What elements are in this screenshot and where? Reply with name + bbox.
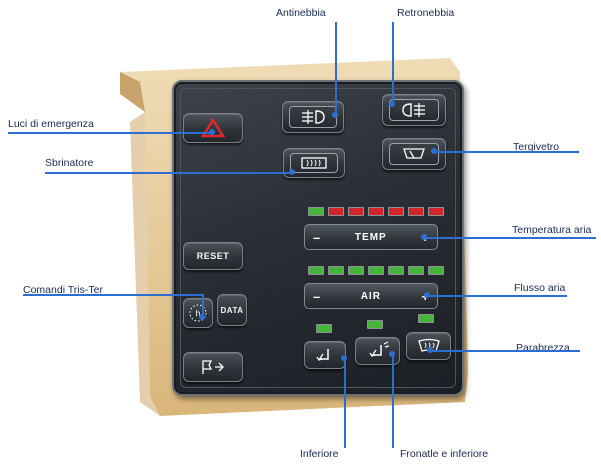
mode-led-lower [316, 324, 332, 333]
data-label: DATA [220, 305, 244, 315]
air-led [348, 266, 364, 275]
rear-defrost-icon [301, 157, 327, 169]
mode-led-front-lower [367, 320, 383, 329]
rear-wiper-button[interactable] [382, 138, 446, 170]
air-minus-button[interactable]: – [313, 288, 321, 304]
rear-wiper-icon [403, 148, 425, 159]
data-button[interactable]: DATA [217, 294, 247, 326]
clock-icon: h [189, 304, 207, 322]
reset-label: RESET [196, 251, 230, 261]
label-parabrezza: Parabrezza [516, 342, 570, 354]
air-control[interactable]: – AIR + [304, 283, 438, 309]
leader-comandi-drop [202, 294, 204, 316]
temp-control[interactable]: – TEMP + [304, 224, 438, 250]
label-luci-emergenza: Luci di emergenza [8, 118, 94, 130]
dot-inferiore [341, 355, 347, 361]
leader-temperatura [424, 237, 596, 239]
dot-retronebbia [389, 101, 395, 107]
flag-arrow-icon [202, 360, 224, 374]
leader-parabrezza [430, 350, 580, 352]
leader-frontale-inferiore [392, 354, 394, 448]
leader-sbrinatore [45, 172, 292, 174]
front-fog-face [289, 106, 337, 128]
dot-luci-emergenza [209, 129, 215, 135]
label-retronebbia: Retronebbia [397, 7, 455, 19]
label-flusso: Flusso aria [514, 282, 566, 294]
dot-frontale-inferiore [389, 351, 395, 357]
destination-flag-button[interactable] [183, 352, 243, 382]
rear-fog-face [389, 99, 439, 121]
leader-luci-emergenza [8, 132, 212, 134]
air-led [408, 266, 424, 275]
leader-retronebbia [392, 22, 394, 104]
leader-comandi [23, 294, 203, 296]
temp-led [408, 207, 424, 216]
dot-antinebbia [332, 112, 338, 118]
air-led [308, 266, 324, 275]
air-label: AIR [360, 290, 381, 302]
dot-comandi [199, 314, 205, 320]
temp-led [428, 207, 444, 216]
leader-antinebbia [335, 22, 337, 114]
windscreen-demist-button[interactable] [406, 332, 451, 360]
air-led [328, 266, 344, 275]
mode-led-windscreen [418, 314, 434, 323]
rear-wiper-face [389, 143, 439, 165]
temp-led [328, 207, 344, 216]
leader-tergivetro [434, 151, 579, 153]
temp-led [308, 207, 324, 216]
air-led [368, 266, 384, 275]
label-comandi: Comandi Tris-Ter [23, 284, 103, 296]
label-tergivetro: Tergivetro [513, 141, 560, 153]
leader-flusso [427, 295, 567, 297]
seat-front-lower-airflow-icon [368, 341, 389, 357]
lower-vent-button[interactable] [304, 341, 346, 369]
temp-led [348, 207, 364, 216]
air-led-row [308, 266, 444, 278]
hazard-triangle-icon [201, 118, 225, 138]
dot-parabrezza [427, 347, 433, 353]
rear-fog-icon [402, 103, 425, 117]
label-temperatura: Temperatura aria [512, 224, 592, 236]
defroster-face [290, 153, 338, 173]
label-inferiore: Inferiore [300, 448, 339, 460]
air-led [388, 266, 404, 275]
dot-flusso [424, 292, 430, 298]
temp-led-row [308, 207, 444, 219]
temp-led [388, 207, 404, 216]
label-frontale-inferiore: Fronatle e inferiore [400, 448, 489, 460]
reset-button[interactable]: RESET [183, 242, 243, 270]
dot-temperatura [421, 234, 427, 240]
front-fog-icon [302, 110, 325, 124]
dot-sbrinatore [289, 169, 295, 175]
clock-letter: h [195, 309, 200, 319]
seat-lower-airflow-icon [316, 349, 329, 361]
air-led [428, 266, 444, 275]
temp-label: TEMP [354, 231, 387, 243]
leader-inferiore [344, 358, 346, 448]
temp-led [368, 207, 384, 216]
defroster-button[interactable] [283, 148, 345, 178]
label-sbrinatore: Sbrinatore [45, 157, 94, 169]
label-antinebbia: Antinebbia [276, 7, 326, 19]
hazard-button[interactable] [183, 113, 243, 143]
clock-button[interactable]: h [183, 298, 213, 328]
dot-tergivetro [431, 148, 437, 154]
temp-minus-button[interactable]: – [313, 229, 321, 245]
